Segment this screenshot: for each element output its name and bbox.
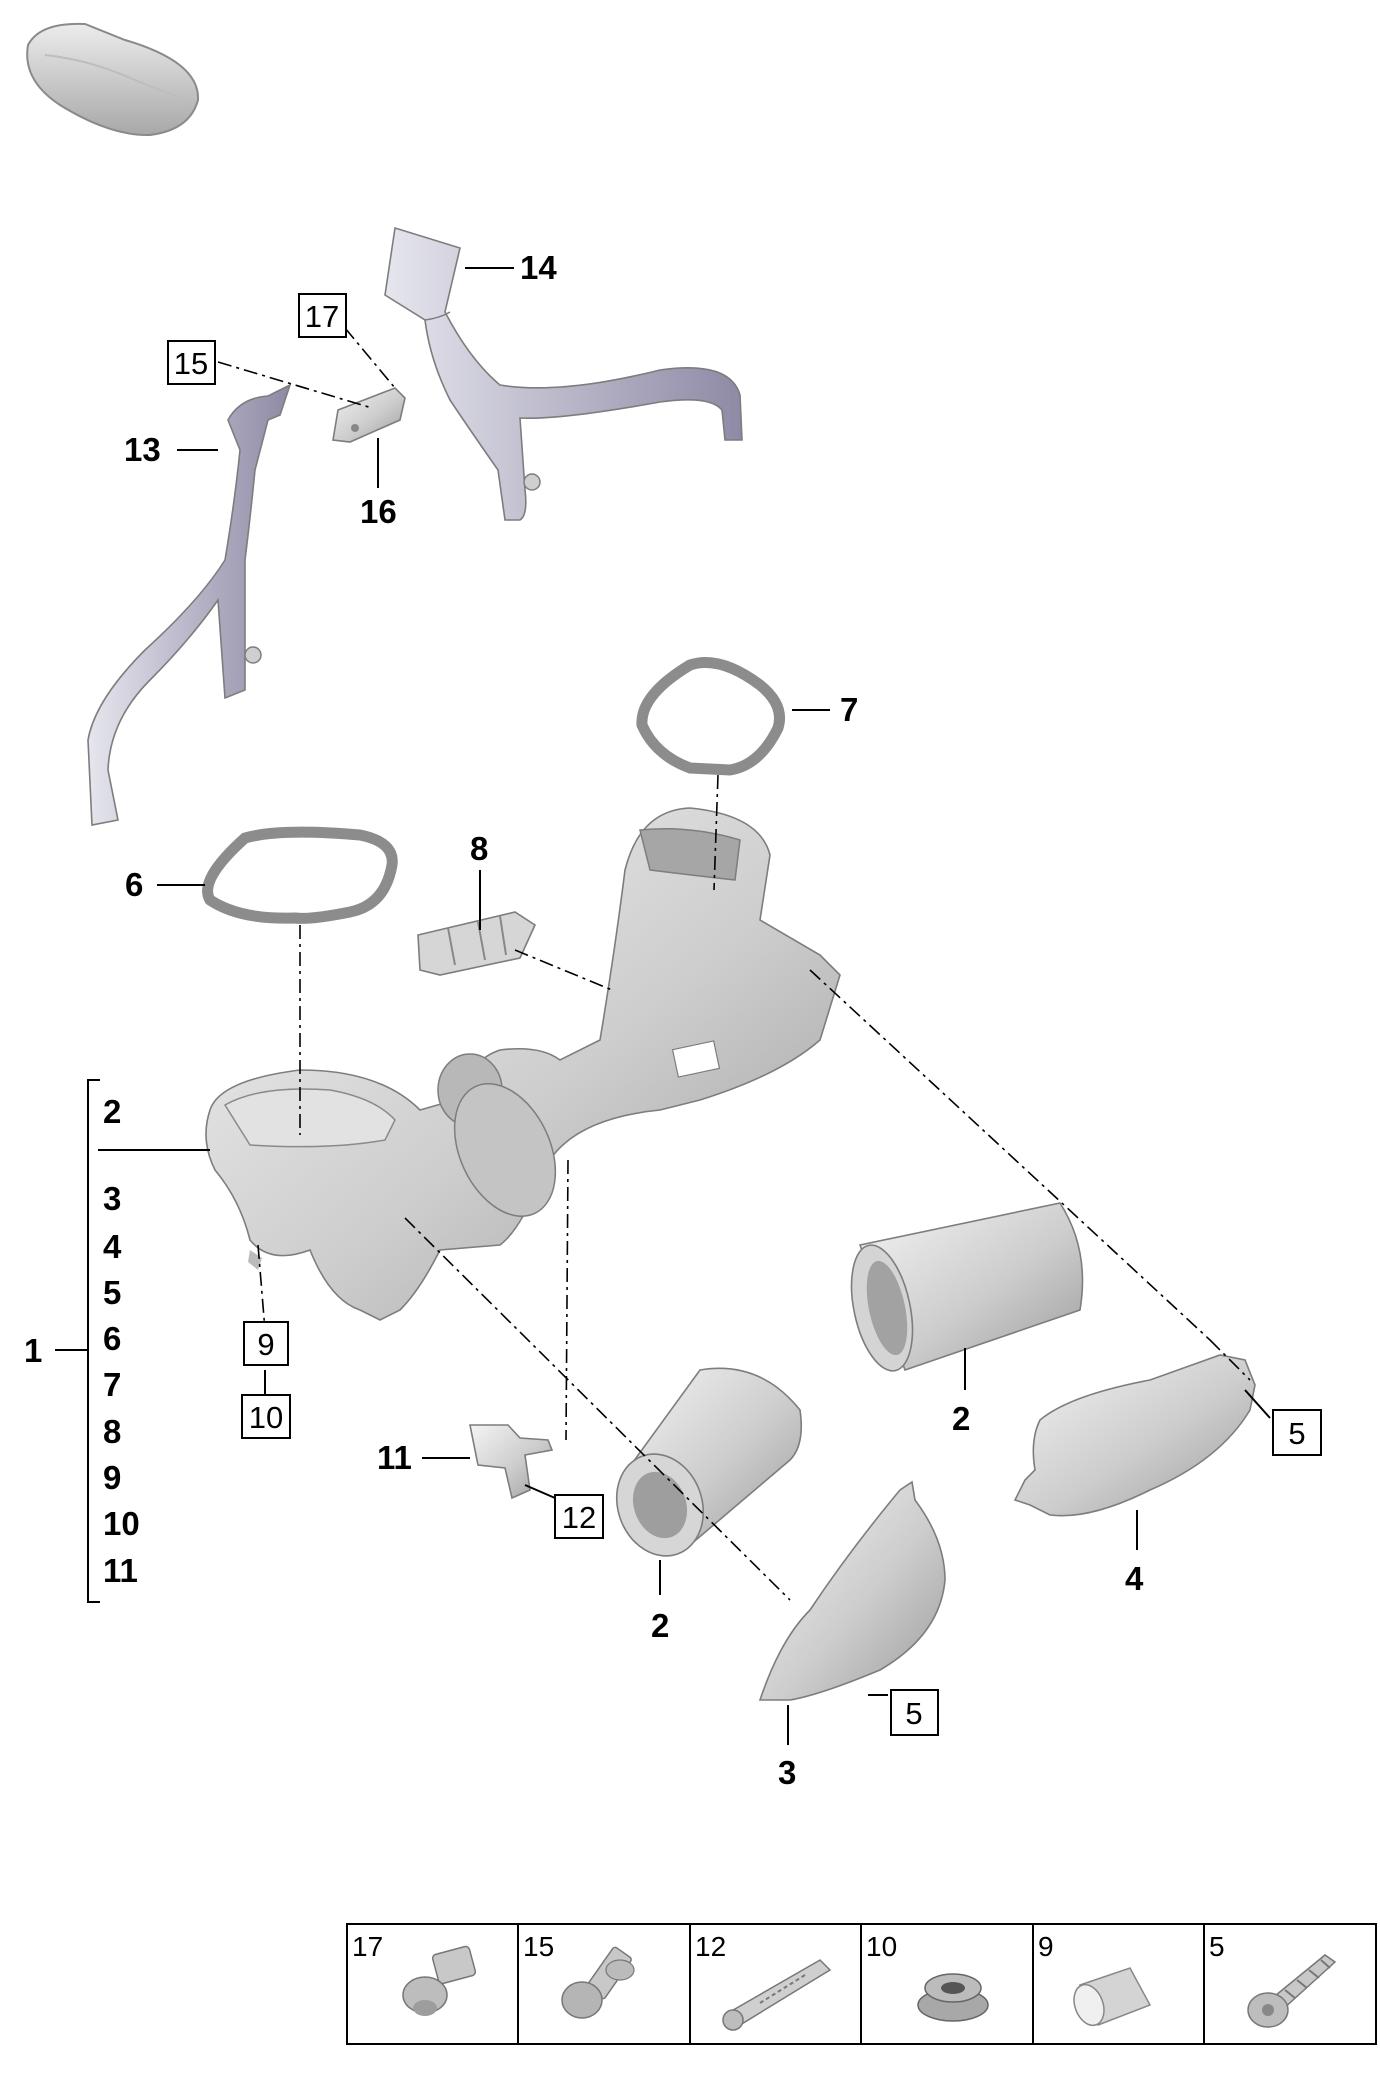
hardware-cell: 17 bbox=[352, 1931, 477, 2016]
hardware-number: 15 bbox=[523, 1931, 554, 1962]
callout-3: 3 bbox=[778, 1754, 796, 1791]
callout-labels: 14 13 16 7 6 8 1 2 4 2 3 11 bbox=[24, 249, 1144, 1791]
callout-4: 4 bbox=[1125, 1560, 1144, 1597]
stud-bolt-icon bbox=[561, 1946, 635, 2019]
callout-14: 14 bbox=[520, 249, 557, 286]
boxed-callout-10: 10 bbox=[241, 1394, 291, 1439]
bolt-icon bbox=[402, 1945, 477, 2016]
kit-item: 10 bbox=[103, 1505, 140, 1542]
expanding-rivet-icon bbox=[722, 1959, 832, 2031]
housing-cover-3 bbox=[758, 1480, 946, 1701]
assembly-lines bbox=[217, 327, 1251, 1601]
hardware-cell: 5 bbox=[1209, 1931, 1337, 2028]
hardware-cell: 9 bbox=[1038, 1931, 1152, 2027]
spacer-sleeve-icon bbox=[1073, 1967, 1152, 2027]
housing-cover-4 bbox=[1013, 1354, 1256, 1517]
svg-text:10: 10 bbox=[249, 1400, 283, 1435]
kit-item: 3 bbox=[103, 1180, 121, 1217]
vehicle-silhouette-icon bbox=[26, 22, 200, 137]
hardware-cell: 15 bbox=[523, 1931, 635, 2019]
hardware-number: 17 bbox=[352, 1931, 383, 1962]
hardware-number: 12 bbox=[695, 1931, 726, 1962]
svg-text:9: 9 bbox=[257, 1327, 274, 1362]
boxed-callout-15: 15 bbox=[167, 340, 216, 385]
svg-text:15: 15 bbox=[174, 346, 208, 381]
boxed-callout-5-right: 5 bbox=[1272, 1409, 1322, 1456]
svg-text:5: 5 bbox=[1288, 1416, 1305, 1451]
callout-13: 13 bbox=[124, 431, 161, 468]
grommet-icon bbox=[917, 1973, 989, 2022]
boxed-callout-17: 17 bbox=[298, 293, 347, 338]
hardware-number: 9 bbox=[1038, 1931, 1054, 1962]
callout-6: 6 bbox=[125, 866, 143, 903]
kit-item: 7 bbox=[103, 1366, 121, 1403]
hardware-table: 17 15 12 10 bbox=[346, 1923, 1377, 2045]
hardware-cell: 10 bbox=[866, 1931, 989, 2022]
hardware-number: 10 bbox=[866, 1931, 897, 1962]
boxed-callout-9: 9 bbox=[243, 1321, 289, 1366]
kit-bracket bbox=[55, 1079, 100, 1603]
gasket-7 bbox=[636, 657, 785, 776]
callout-11: 11 bbox=[377, 1439, 412, 1476]
kit-item: 8 bbox=[103, 1413, 121, 1450]
leader-lines bbox=[98, 267, 1271, 1745]
boxed-callout-12: 12 bbox=[554, 1494, 604, 1539]
bracket-11 bbox=[469, 1424, 554, 1500]
gasket-6 bbox=[202, 826, 398, 924]
kit-item: 5 bbox=[103, 1274, 121, 1311]
callout-1: 1 bbox=[24, 1332, 42, 1369]
kit-item: 6 bbox=[103, 1320, 121, 1357]
svg-text:5: 5 bbox=[905, 1696, 922, 1731]
svg-text:17: 17 bbox=[305, 299, 339, 334]
kit-item: 9 bbox=[103, 1459, 121, 1496]
svg-text:12: 12 bbox=[562, 1500, 596, 1535]
screen-8 bbox=[417, 911, 537, 976]
intake-pipe-14 bbox=[384, 226, 743, 521]
kit-list: 2 3 4 5 6 7 8 9 10 11 bbox=[103, 1093, 140, 1589]
callout-16: 16 bbox=[360, 493, 397, 530]
self-tapping-screw-icon bbox=[1247, 1954, 1337, 2028]
callout-2-lower: 2 bbox=[651, 1607, 669, 1644]
callout-8: 8 bbox=[470, 830, 488, 867]
hardware-number: 5 bbox=[1209, 1931, 1225, 1962]
kit-item: 4 bbox=[103, 1228, 122, 1265]
kit-item: 2 bbox=[103, 1093, 121, 1130]
kit-item: 11 bbox=[103, 1552, 138, 1589]
bracket-16 bbox=[332, 387, 406, 443]
air-filter-housing-1 bbox=[205, 807, 841, 1321]
intake-pipe-13 bbox=[87, 383, 292, 826]
callout-7: 7 bbox=[840, 691, 858, 728]
hardware-cell: 12 bbox=[695, 1931, 832, 2031]
callout-2-upper: 2 bbox=[952, 1400, 970, 1437]
boxed-callouts: 17 15 9 10 12 5 5 bbox=[167, 293, 1322, 1736]
boxed-callout-5-lower: 5 bbox=[890, 1689, 939, 1736]
filter-element-2-upper bbox=[850, 1202, 1084, 1372]
filter-element-2-lower bbox=[615, 1367, 803, 1557]
